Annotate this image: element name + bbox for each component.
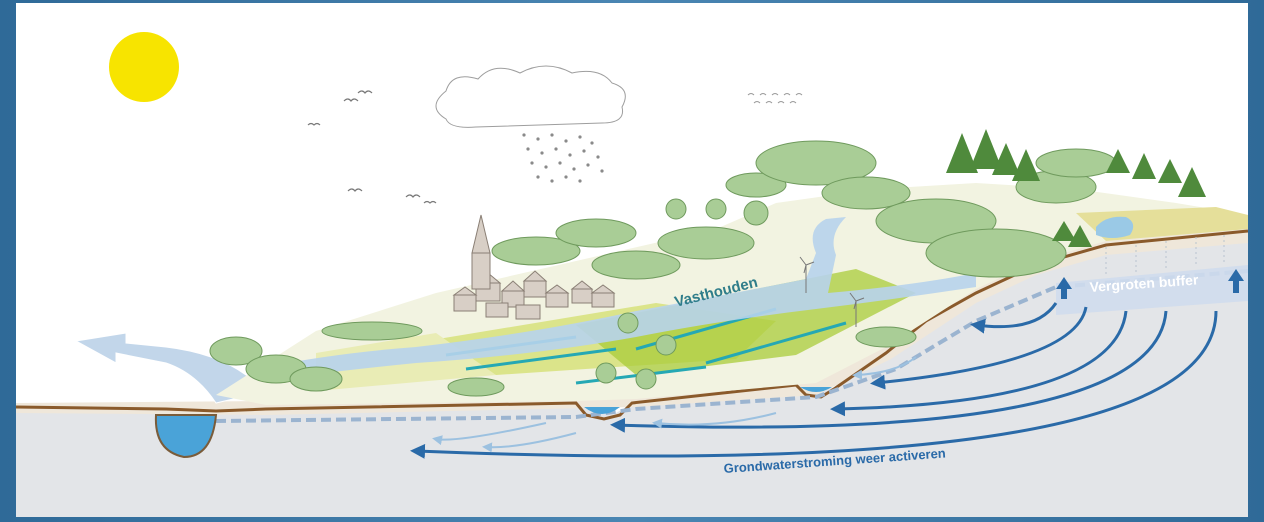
soil-line bbox=[16, 229, 1248, 421]
ditch-2 bbox=[800, 387, 832, 392]
sun-icon bbox=[109, 32, 179, 102]
up-arrow-icon bbox=[1056, 269, 1244, 299]
landscape-illustration: Vasthouden Vergroten buffer Grondwaterst… bbox=[16, 3, 1248, 517]
rain-icon bbox=[522, 133, 604, 183]
pond bbox=[154, 414, 218, 459]
conifer-trees bbox=[946, 129, 1206, 247]
buffer-band bbox=[1056, 265, 1248, 315]
soil-band bbox=[16, 227, 1248, 415]
dotted-drain-lines bbox=[1105, 235, 1225, 275]
landscape-diagram: Vasthouden Vergroten buffer Grondwaterst… bbox=[16, 32, 1248, 517]
light-flow-arrows bbox=[432, 356, 917, 453]
upland-pond bbox=[1096, 216, 1134, 238]
groundwater-flow-arrows bbox=[410, 302, 1218, 459]
village bbox=[452, 270, 616, 320]
ditch-1 bbox=[584, 407, 620, 414]
broadleaf-trees bbox=[209, 140, 1117, 397]
church-icon bbox=[471, 214, 491, 290]
label-vergroten-buffer: Vergroten buffer bbox=[1089, 271, 1199, 295]
bird-flock bbox=[747, 93, 803, 104]
bird-icon bbox=[307, 90, 437, 204]
wind-turbines bbox=[799, 256, 865, 327]
cloud-icon bbox=[435, 65, 626, 128]
river-outflow bbox=[74, 332, 278, 404]
river bbox=[266, 217, 976, 379]
subsurface bbox=[16, 233, 1248, 517]
